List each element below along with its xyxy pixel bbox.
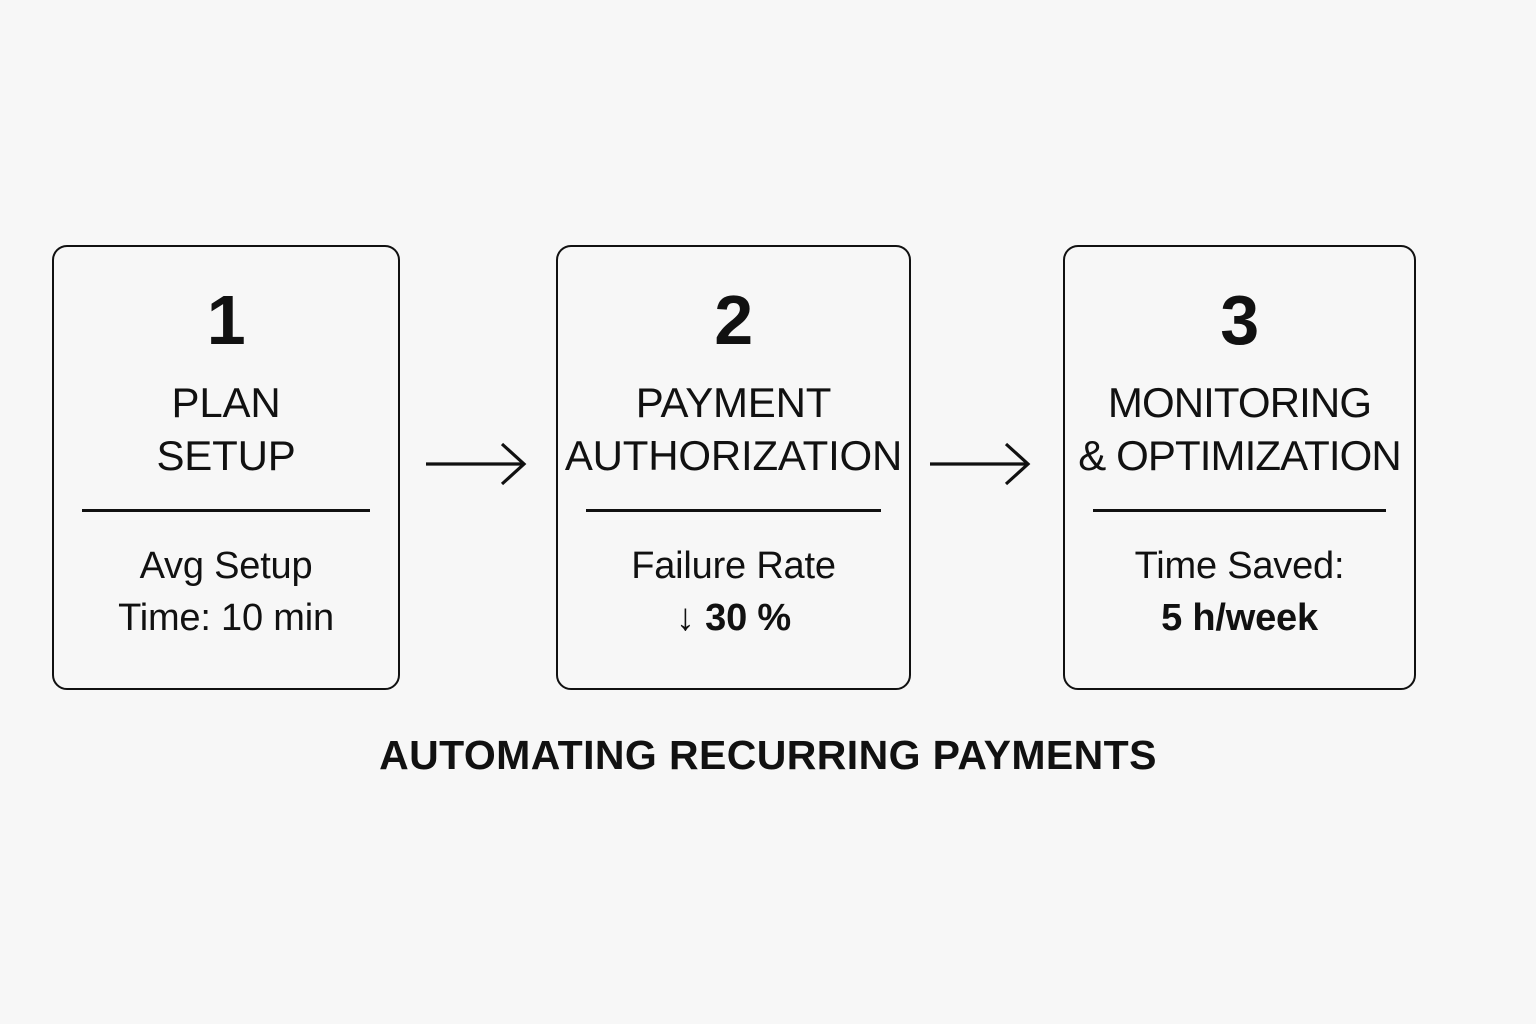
step-title-2: PAYMENT AUTHORIZATION bbox=[565, 377, 902, 483]
step-title-line-1: PLAN bbox=[171, 379, 281, 426]
step-title-line-1: PAYMENT bbox=[635, 379, 832, 426]
step-metric-3: Time Saved: 5 h/week bbox=[1135, 540, 1345, 644]
arrow-right-icon bbox=[930, 442, 1031, 486]
step-divider-1 bbox=[82, 508, 370, 512]
step-card-3: 3 MONITORING & OPTIMIZATION Time Saved: … bbox=[1063, 245, 1416, 690]
step-number-2: 2 bbox=[714, 281, 753, 359]
step-card-1: 1 PLAN SETUP Avg Setup Time: 10 min bbox=[52, 245, 400, 690]
step-metric-value-2: 30 % bbox=[705, 596, 791, 639]
step-number-3: 3 bbox=[1220, 281, 1259, 359]
step-metric-value-1: Time: 10 min bbox=[118, 596, 334, 639]
step-divider-2 bbox=[586, 508, 881, 512]
step-title-line-2: AUTHORIZATION bbox=[564, 431, 903, 479]
step-divider-3 bbox=[1093, 508, 1386, 512]
step-metric-2: Failure Rate ↓ 30 % bbox=[631, 540, 836, 644]
arrow-right-icon bbox=[426, 442, 527, 486]
step-metric-value-3: 5 h/week bbox=[1161, 596, 1318, 639]
step-number-1: 1 bbox=[206, 281, 246, 359]
step-title-3: MONITORING & OPTIMIZATION bbox=[1078, 377, 1402, 483]
step-title-line-2: & OPTIMIZATION bbox=[1078, 431, 1402, 479]
step-title-line-2: SETUP bbox=[156, 431, 296, 479]
arrow-down-icon: ↓ bbox=[675, 596, 695, 639]
step-metric-label-1: Avg Setup bbox=[139, 544, 313, 587]
step-card-2: 2 PAYMENT AUTHORIZATION Failure Rate ↓ 3… bbox=[556, 245, 911, 690]
step-metric-value-line-1: Time: 10 min bbox=[118, 592, 334, 644]
step-metric-label-3: Time Saved: bbox=[1134, 544, 1345, 587]
step-title-1: PLAN SETUP bbox=[156, 377, 295, 483]
step-metric-value-line-2: ↓ 30 % bbox=[631, 592, 836, 644]
connector-arrow-2 bbox=[928, 440, 1038, 488]
diagram-caption: AUTOMATING RECURRING PAYMENTS bbox=[379, 732, 1157, 778]
step-metric-label-2: Failure Rate bbox=[631, 544, 836, 587]
connector-arrow-1 bbox=[424, 440, 534, 488]
step-metric-1: Avg Setup Time: 10 min bbox=[118, 540, 334, 644]
step-title-line-1: MONITORING bbox=[1107, 379, 1372, 426]
